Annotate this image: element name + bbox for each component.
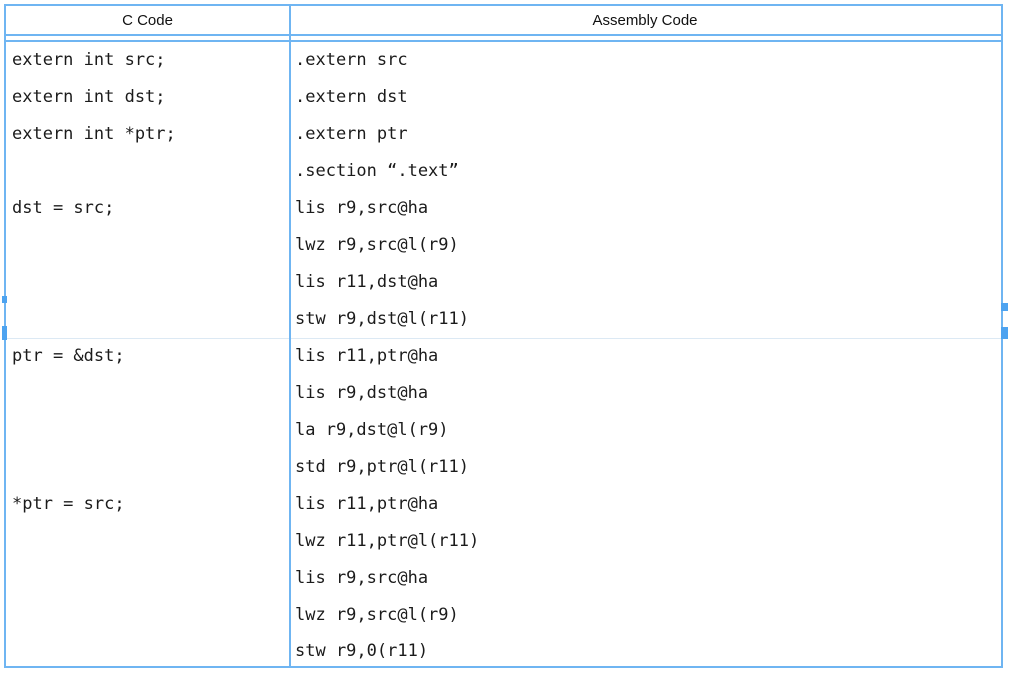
assembly-code-cell: .section “.text” [295, 161, 459, 182]
assembly-code-cell: .extern src [295, 50, 408, 71]
column-header-assembly-code: Assembly Code [592, 11, 698, 29]
code-comparison-table: C Code Assembly Code extern int src; .ex… [4, 4, 1003, 668]
assembly-code-cell: lwz r9,src@l(r9) [295, 235, 459, 256]
table-row: extern int src; .extern src [6, 42, 1001, 79]
table-header-row: C Code Assembly Code [6, 6, 1001, 36]
table-row: stw r9,dst@l(r11) [6, 301, 1001, 338]
assembly-code-cell: stw r9,0(r11) [295, 641, 429, 662]
row-grip-mark [1001, 327, 1008, 339]
table-row: extern int *ptr; .extern ptr [6, 116, 1001, 153]
row-grip-mark [2, 296, 7, 303]
assembly-code-cell: lis r11,ptr@ha [295, 346, 439, 367]
row-grip-mark [1001, 303, 1008, 311]
table-row: lwz r9,src@l(r9) [6, 596, 1001, 633]
table-row: la r9,dst@l(r9) [6, 411, 1001, 448]
table-row: lis r11,dst@ha [6, 264, 1001, 301]
c-code-cell: extern int dst; [12, 87, 166, 108]
table-row: lwz r11,ptr@l(r11) [6, 522, 1001, 559]
table-row: extern int dst; .extern dst [6, 79, 1001, 116]
column-divider [289, 6, 291, 666]
assembly-code-cell: std r9,ptr@l(r11) [295, 456, 469, 477]
header-double-rule-gap [6, 36, 1001, 42]
table-row: .section “.text” [6, 153, 1001, 190]
assembly-code-cell: .extern ptr [295, 124, 408, 145]
table-body: extern int src; .extern src extern int d… [6, 42, 1001, 670]
assembly-code-cell: lwz r9,src@l(r9) [295, 604, 459, 625]
table-row: *ptr = src; lis r11,ptr@ha [6, 485, 1001, 522]
c-code-cell: dst = src; [12, 198, 115, 219]
table-row: lwz r9,src@l(r9) [6, 227, 1001, 264]
assembly-code-cell: lis r9,src@ha [295, 567, 429, 588]
assembly-code-cell: la r9,dst@l(r9) [295, 419, 449, 440]
table-row: ptr = &dst; lis r11,ptr@ha [6, 337, 1001, 375]
table-row: dst = src; lis r9,src@ha [6, 190, 1001, 227]
table-row: std r9,ptr@l(r11) [6, 448, 1001, 485]
assembly-code-cell: lis r11,ptr@ha [295, 493, 439, 514]
assembly-code-cell: stw r9,dst@l(r11) [295, 309, 469, 330]
c-code-cell: ptr = &dst; [12, 346, 125, 367]
table-row: lis r9,dst@ha [6, 374, 1001, 411]
table-row: stw r9,0(r11) [6, 633, 1001, 670]
assembly-code-cell: lis r9,src@ha [295, 198, 429, 219]
assembly-code-cell: lis r9,dst@ha [295, 382, 429, 403]
c-code-cell: *ptr = src; [12, 493, 125, 514]
c-code-cell: extern int *ptr; [12, 124, 176, 145]
c-code-cell: extern int src; [12, 50, 166, 71]
row-grip-mark [2, 326, 7, 340]
assembly-code-cell: lwz r11,ptr@l(r11) [295, 530, 480, 551]
column-header-c-code: C Code [122, 11, 173, 29]
assembly-code-cell: lis r11,dst@ha [295, 272, 439, 293]
assembly-code-cell: .extern dst [295, 87, 408, 108]
table-row: lis r9,src@ha [6, 559, 1001, 596]
